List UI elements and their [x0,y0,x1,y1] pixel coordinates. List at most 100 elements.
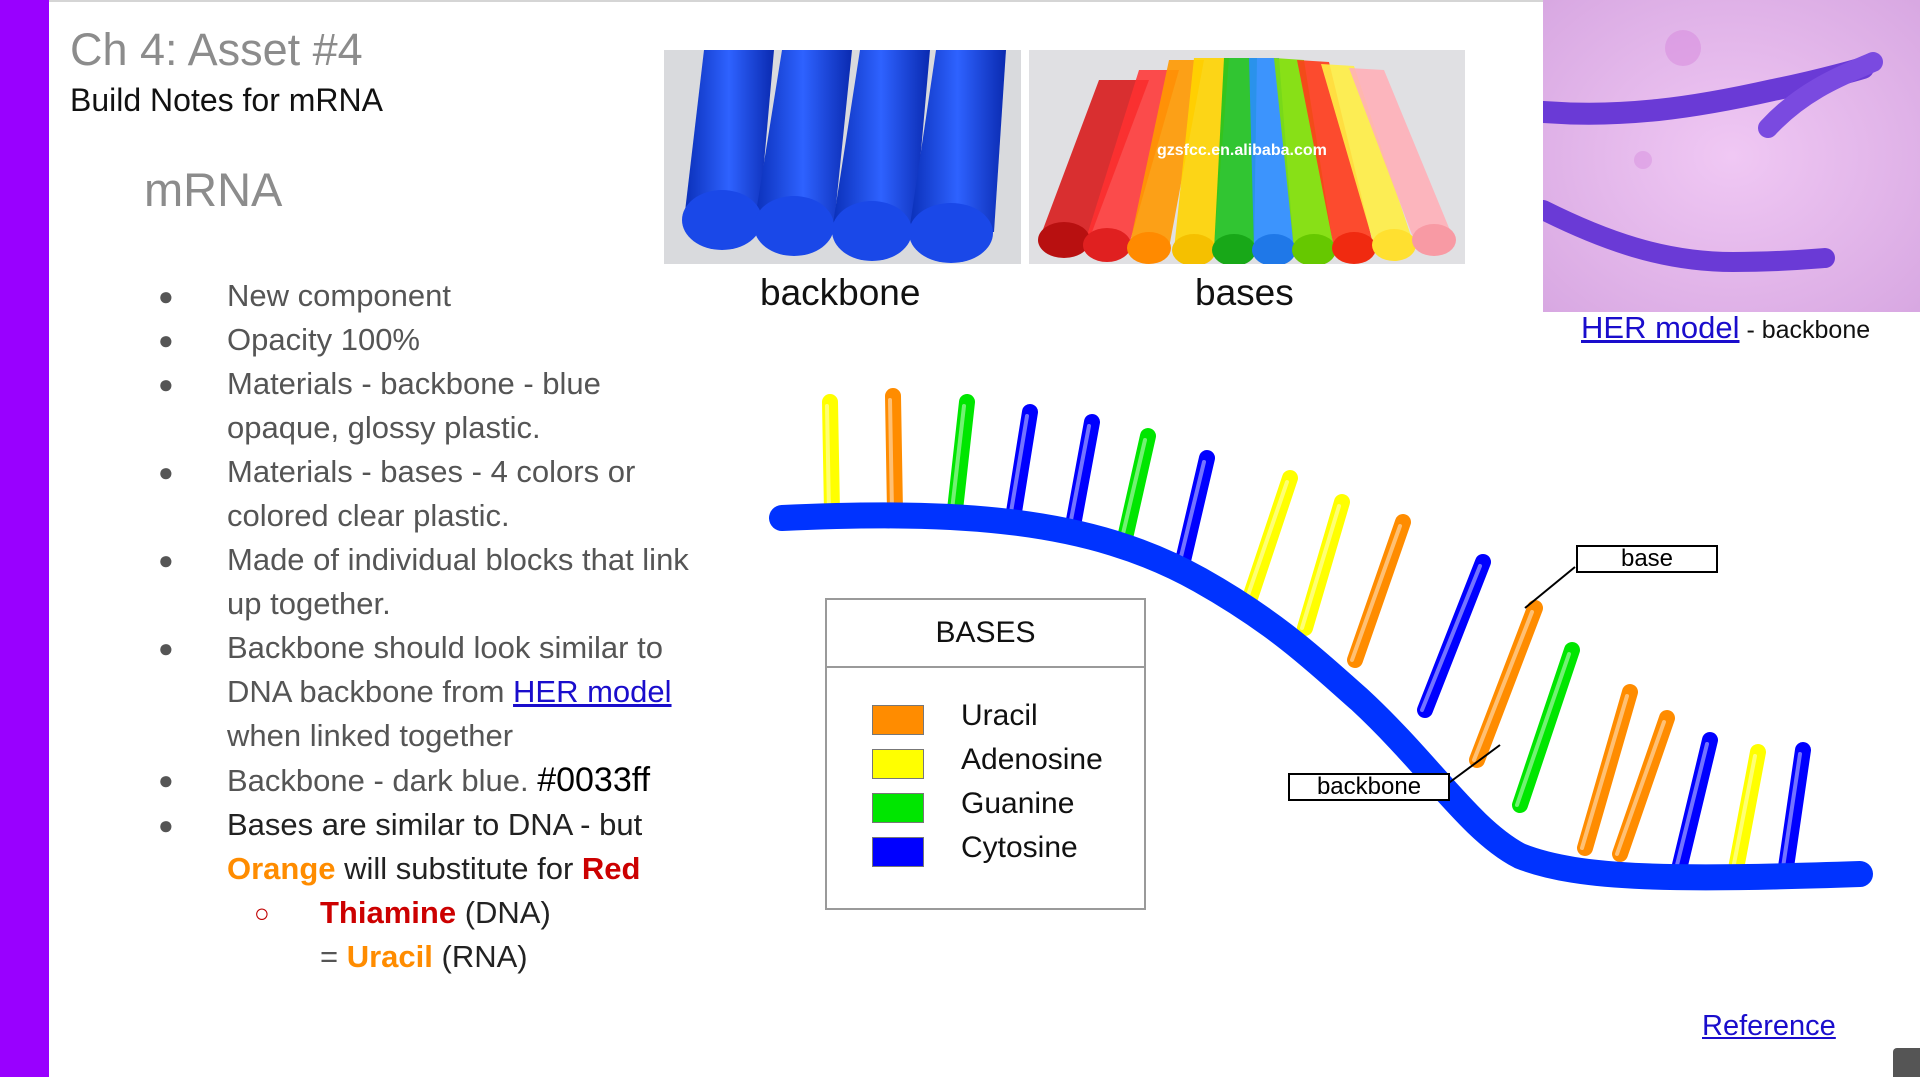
hollow-bullet-icon: ○ [254,898,270,928]
note-text: Backbone - dark blue. [227,763,538,798]
mrna-diagram [769,388,1873,891]
base-rod-highlight [1350,524,1402,662]
thiamine-text: Thiamine [320,895,457,930]
bases-legend: BASES Uracil Adenosine Guanine Cytosine [825,598,1146,910]
legend-label: Cytosine [961,831,1078,864]
note-text: New component [227,278,452,313]
base-rod-uracil [1577,684,1638,856]
note-text: (RNA) [432,939,528,974]
base-rod-cytosine [1417,554,1491,718]
build-notes-list: ● New component ● Opacity 100% ● Materials … [150,274,710,979]
section-heading: mRNA [144,163,283,216]
list-item: ● Materials - bases - 4 colors or colored… [150,450,710,538]
guanine-swatch [872,793,924,823]
backbone-photo [664,50,1021,264]
color-code: #0033ff [537,761,651,799]
uracil-text: Uracil [346,939,433,974]
bullet-icon: ● [158,325,174,355]
corner-widget[interactable] [1893,1048,1920,1077]
base-rod-highlight [950,404,966,512]
adenosine-swatch [872,749,924,779]
base-rod-guanine [1117,428,1156,546]
note-text: when linked together [227,718,514,753]
base-rod-highlight [1300,504,1341,630]
photo-watermark: gzsfcc.en.alibaba.com [1157,142,1327,159]
base-rod-adenosine [1727,744,1766,882]
base-callout-label: base [1576,545,1718,573]
orange-highlight: Orange [227,851,336,886]
legend-label: Adenosine [961,743,1103,776]
list-item: ● Made of individual blocks that link up … [150,538,710,626]
list-item: ●Bases are similar to DNA - but Orange w… [150,803,710,891]
her-model-link-inline[interactable]: HER model [513,674,672,709]
base-rod-uracil [1347,514,1411,668]
bases-group [822,388,1811,882]
cytosine-swatch [872,837,924,867]
base-rod-highlight [825,404,831,514]
base-callout-line [1524,566,1576,609]
list-item: ● Backbone - dark blue. #0033ff [150,758,710,803]
slide-subtitle: Build Notes for mRNA [70,82,383,118]
base-rod-highlight [1420,564,1482,712]
note-text: Backbone should look similar to DNA back… [227,630,663,709]
bullet-icon: ● [158,545,174,575]
note-text: Made of individual blocks that link up t… [227,542,689,621]
base-rod-highlight [1069,424,1091,522]
note-text: Materials - backbone - blue opaque, glos… [227,366,601,445]
base-rod-highlight [1177,460,1206,567]
bullet-icon: ● [158,810,174,840]
base-rod-highlight [1675,742,1709,867]
bullet-icon: ● [158,765,174,795]
uracil-swatch [872,705,924,735]
backbone-callout-label: backbone [1288,773,1450,801]
base-rod-adenosine [822,394,840,520]
base-rod-uracil [1469,600,1543,768]
bullet-icon: ● [158,281,174,311]
bullet-icon: ● [158,633,174,663]
base-rod-highlight [888,398,894,514]
bullet-icon: ● [158,369,174,399]
backbone-photo-caption: backbone [760,272,921,313]
base-rod-highlight [1120,438,1147,540]
red-highlight: Red [581,851,641,886]
backbone-callout-line [1445,744,1501,786]
note-text: Bases are similar to DNA - but [227,807,643,842]
base-rod-highlight [1580,694,1629,850]
mrna-backbone [769,502,1873,891]
note-text: (DNA) [456,895,551,930]
note-text: Materials - bases - 4 colors or colored … [227,454,636,533]
list-item: ● Opacity 100% [150,318,710,362]
sub-list-item: ○Thiamine (DNA)= Uracil (RNA) [150,891,710,979]
base-rod-highlight [1515,652,1571,807]
base-rod-highlight [1472,610,1534,762]
legend-label: Guanine [961,787,1075,820]
reference-link[interactable]: Reference [1702,1010,1836,1042]
accent-bar [0,0,49,1077]
base-rod-highlight [1780,752,1802,876]
top-rule [49,0,1920,2]
base-rod-highlight [1730,754,1757,876]
list-item: ● Materials - backbone - blue opaque, glo… [150,362,710,450]
her-caption-suffix: - backbone [1739,316,1871,344]
base-rod-cytosine [1672,732,1718,873]
base-rod-guanine [1512,642,1580,813]
base-rod-cytosine [1174,450,1215,573]
her-model-caption: HER model - backbone [1581,310,1870,346]
her-model-link[interactable]: HER model [1581,310,1740,345]
base-rod-uracil [885,388,903,520]
base-rod-uracil [1612,710,1675,862]
base-rod-highlight [1245,480,1289,600]
base-rod-cytosine [1777,742,1811,882]
legend-title: BASES [827,600,1144,668]
base-rod-adenosine [1297,494,1350,636]
note-text: Opacity 100% [227,322,420,357]
base-rod-adenosine [1242,470,1298,606]
legend-label: Uracil [961,699,1038,732]
slide-title: Ch 4: Asset #4 [70,24,363,75]
list-item: ● New component [150,274,710,318]
bases-photo: gzsfcc.en.alibaba.com [1029,50,1465,264]
bullet-icon: ● [158,457,174,487]
base-rod-guanine [947,394,975,518]
her-model-photo [1543,0,1920,312]
base-rod-cytosine [1066,414,1100,528]
